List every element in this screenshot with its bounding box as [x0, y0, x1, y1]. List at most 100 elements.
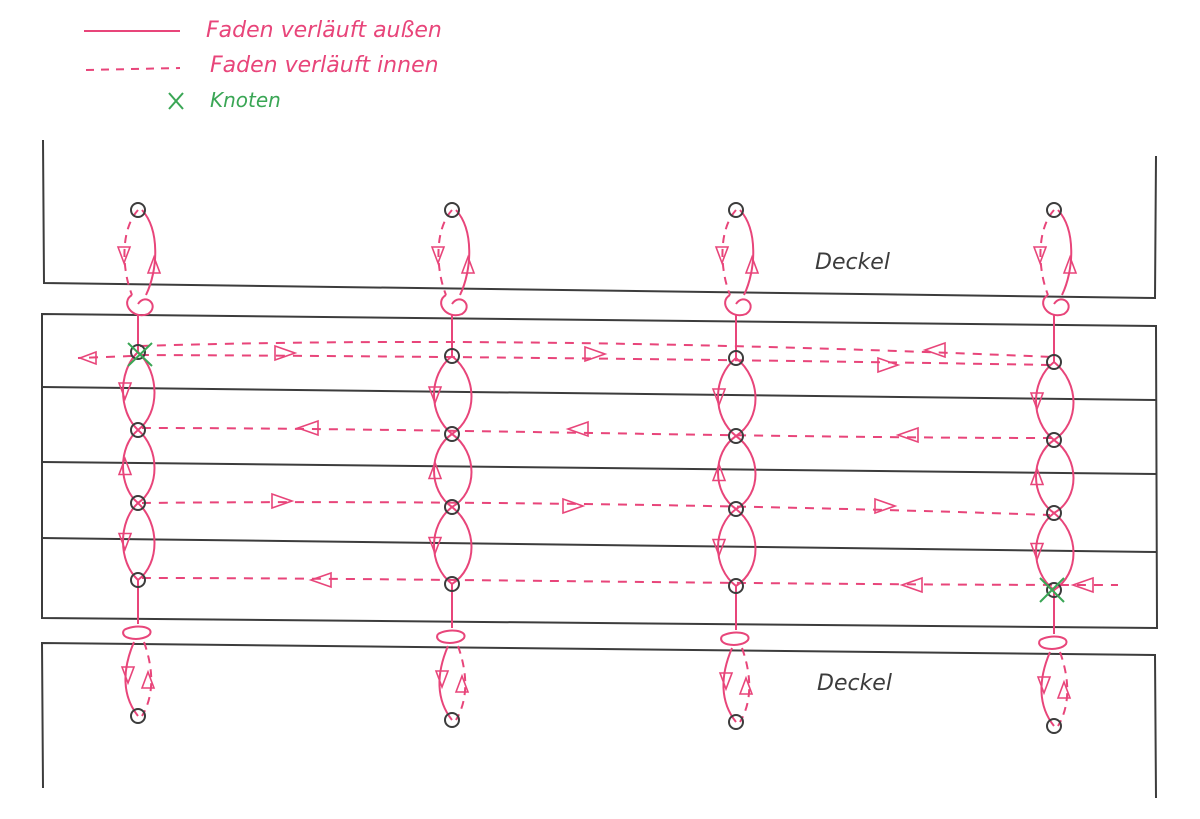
kettle-stitch-loop [126, 294, 154, 317]
arrow-left-icon [77, 350, 97, 366]
arrow-down-icon [1032, 246, 1048, 266]
sewing-stations [116, 202, 1078, 734]
kettle-stitch-loop [1042, 294, 1070, 317]
station-column [427, 202, 476, 728]
sewing-hole [130, 495, 146, 511]
arrow-right-icon [562, 497, 586, 515]
station-column [116, 202, 162, 724]
sewing-hole [444, 202, 460, 218]
legend-item-outside: Faden verläuft außen [84, 18, 442, 43]
sewing-hole [728, 714, 744, 730]
outside-thread-segment [137, 502, 156, 581]
sewing-hole [130, 422, 146, 438]
outside-thread-segment [1057, 209, 1073, 296]
inside-thread-row-3 [141, 501, 1051, 516]
outside-thread-segment [1035, 361, 1055, 441]
outside-thread-segment [451, 506, 473, 585]
outside-thread-segment [451, 433, 473, 508]
arrow-up-icon [427, 460, 443, 480]
outside-thread-segment [735, 508, 757, 587]
arrow-down-icon [427, 386, 443, 406]
sewing-hole [728, 578, 744, 594]
legend: Faden verläuft außen Faden verläuft inne… [84, 18, 442, 112]
top-cover-label: Deckel [815, 250, 890, 275]
inside-thread-segment [437, 209, 453, 296]
arrow-left-icon [899, 576, 923, 594]
knots [127, 342, 1065, 603]
inside-thread-row-1b [139, 354, 1053, 366]
arrow-down-icon [117, 382, 133, 402]
legend-item-inside: Faden verläuft innen [85, 53, 439, 78]
sewing-hole [1046, 718, 1062, 734]
outside-thread-segment [122, 351, 139, 431]
sewing-hole [1046, 432, 1062, 448]
sewing-hole [1046, 202, 1062, 218]
sewing-hole [728, 350, 744, 366]
arrow-down-icon [434, 670, 450, 690]
arrow-up-icon [1029, 466, 1045, 486]
inside-thread-segment [455, 645, 467, 721]
inside-thread-segment [141, 641, 153, 717]
arrow-up-icon [711, 462, 727, 482]
outside-thread-segment [735, 357, 757, 437]
top-cover [42, 139, 1157, 300]
outside-thread-segment [137, 351, 156, 431]
outside-thread-segment [1035, 439, 1055, 514]
arrow-down-icon [427, 536, 443, 556]
outside-thread-segment [1053, 361, 1075, 441]
legend-label-inside: Faden verläuft innen [210, 53, 439, 78]
sewing-hole [444, 576, 460, 592]
signature-stack-outline [41, 312, 1159, 630]
arrow-down-icon [714, 246, 730, 266]
kettle-stitch-loop [1038, 635, 1068, 650]
outside-thread-segment [717, 508, 737, 587]
bottom-cover [40, 641, 1157, 799]
arrow-left-icon [895, 426, 919, 444]
outside-thread-segment [1035, 512, 1055, 591]
outside-thread-segment [122, 429, 139, 504]
sewing-hole [1046, 582, 1062, 598]
dashed-line-swatch [85, 67, 181, 71]
sewing-hole [130, 572, 146, 588]
inside-thread-segment [123, 209, 139, 296]
sewing-hole [444, 426, 460, 442]
outside-thread-segment [122, 502, 139, 581]
arrow-left-icon [565, 420, 589, 438]
sewing-hole [444, 348, 460, 364]
arrow-left-icon [922, 341, 946, 359]
arrow-down-icon [711, 538, 727, 558]
arrow-up-icon [454, 673, 470, 693]
outside-thread-segment [141, 209, 157, 296]
inside-thread-segment [739, 647, 751, 723]
arrow-down-icon [1029, 542, 1045, 562]
outside-thread-segment [455, 209, 471, 296]
arrow-left-icon [308, 571, 332, 589]
arrow-up-icon [460, 254, 476, 274]
arrow-left-icon [295, 419, 319, 437]
arrow-right-icon [271, 492, 295, 510]
kettle-stitch-loop [724, 294, 752, 317]
inside-thread-arrows [77, 341, 1094, 594]
arrow-down-icon [430, 246, 446, 266]
kettle-stitch-loop [436, 629, 466, 644]
arrow-up-icon [1056, 679, 1072, 699]
signature-fold-3 [41, 537, 1158, 553]
outside-thread-segment [451, 355, 473, 435]
bottom-cover-label: Deckel [817, 671, 892, 696]
arrow-down-icon [1029, 392, 1045, 412]
sewing-hole [444, 499, 460, 515]
arrow-up-icon [117, 456, 133, 476]
arrow-right-icon [584, 345, 608, 363]
sewing-hole [130, 202, 146, 218]
arrow-right-icon [874, 497, 898, 515]
sewing-hole [1046, 354, 1062, 370]
arrow-down-icon [1036, 676, 1052, 696]
knot-x-icon [168, 92, 184, 110]
book-outlines [40, 139, 1159, 799]
kettle-stitch-loop [122, 625, 152, 640]
outside-thread-segment [1053, 512, 1075, 591]
inside-thread-segment [1057, 651, 1069, 727]
sewing-hole [444, 712, 460, 728]
outside-thread-segment [735, 435, 757, 510]
outside-thread-segment [1053, 439, 1075, 514]
